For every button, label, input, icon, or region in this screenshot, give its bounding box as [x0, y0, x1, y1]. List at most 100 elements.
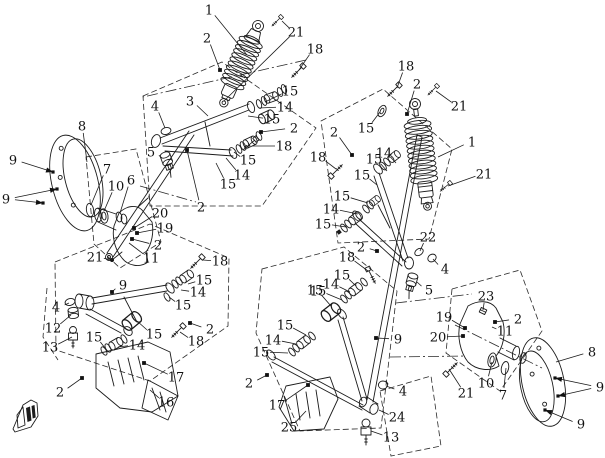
- leader-line: [482, 302, 485, 311]
- fastener-dot: [374, 336, 378, 340]
- callout-label: 18: [212, 255, 229, 270]
- callout-label: 1: [468, 136, 476, 151]
- leader-line: [133, 216, 153, 229]
- left-lower-arm-bolt-front: [188, 253, 206, 271]
- fastener-dot: [135, 231, 139, 235]
- leader-line: [233, 151, 241, 157]
- leader-line: [179, 331, 189, 338]
- callout-label: 2: [514, 313, 522, 328]
- callout-label: 9: [394, 333, 402, 348]
- fastener-dot: [51, 170, 55, 174]
- callout-label: 11: [497, 325, 514, 340]
- callout-label: 4: [399, 385, 407, 400]
- leader-line: [378, 409, 389, 415]
- callout-label: 3: [186, 95, 194, 110]
- leader-line: [168, 296, 176, 302]
- callout-label: 21: [458, 387, 475, 402]
- leader-line: [350, 197, 369, 204]
- fastener-dot: [265, 373, 269, 377]
- leader-line: [158, 155, 163, 159]
- callout-label: 9: [9, 154, 17, 169]
- phantom-box-left-knuckle: [85, 148, 162, 269]
- leader-line: [325, 160, 337, 170]
- leader-line: [214, 15, 248, 56]
- leader-line: [14, 188, 58, 199]
- brand-logo: [12, 399, 39, 433]
- leader-line: [149, 389, 160, 399]
- leader-line: [158, 112, 166, 129]
- fastener-dot: [41, 201, 45, 205]
- leader-line: [247, 115, 264, 119]
- leader-line: [371, 111, 381, 123]
- fastener-dot: [461, 334, 465, 338]
- callout-label: 2: [290, 122, 298, 137]
- left-shock-top-bolt: [270, 13, 285, 28]
- phantom-box-right-upper-arm: [320, 88, 453, 244]
- fastener-dot: [110, 290, 114, 294]
- callout-label: 15: [86, 331, 103, 346]
- phantom-left-balljoint: [42, 287, 59, 361]
- left-seal: [85, 202, 95, 218]
- leader-line: [143, 362, 168, 375]
- callout-label: 2: [413, 78, 421, 93]
- callout-label: 2: [206, 323, 214, 338]
- leader-line: [223, 36, 290, 102]
- callout-label: 5: [147, 146, 155, 161]
- callout-label: 21: [87, 251, 104, 266]
- callout-label: 2: [203, 32, 211, 47]
- leader-line: [64, 302, 70, 306]
- right-upper-arm-bolt-b: [327, 162, 345, 180]
- leader-line: [58, 336, 73, 345]
- callout-label: 15: [240, 154, 257, 169]
- callout-label: 14: [323, 278, 340, 293]
- callout-label: 15: [307, 284, 324, 299]
- leader-line: [82, 132, 88, 163]
- left-knuckle-bolt: [110, 251, 123, 262]
- fastener-dot: [142, 361, 146, 365]
- callout-label: 22: [420, 231, 437, 246]
- leader-line: [136, 320, 148, 331]
- leader-line: [298, 54, 310, 71]
- callout-label: 2: [197, 201, 205, 216]
- leader-line: [100, 341, 106, 349]
- callout-label: 7: [103, 163, 111, 178]
- right-ball-stud: [360, 418, 372, 446]
- leader-line: [406, 90, 415, 115]
- callout-label: 14: [190, 286, 207, 301]
- leader-line: [503, 367, 507, 389]
- callout-label: 25: [281, 421, 298, 436]
- leader-line: [210, 44, 221, 71]
- callout-label: 2: [357, 241, 365, 256]
- leader-line: [369, 178, 378, 186]
- fastener-dot: [130, 237, 134, 241]
- leader-line: [321, 294, 332, 307]
- fastener-dot: [543, 408, 547, 412]
- callout-label: 20: [152, 207, 169, 222]
- callout-label: 4: [151, 100, 159, 115]
- phantom-box-left-upper-arm: [142, 61, 317, 207]
- fastener-dot: [463, 326, 467, 330]
- leader-line: [370, 430, 383, 436]
- leader-arrowhead: [555, 376, 563, 382]
- leader-line: [435, 90, 452, 103]
- callout-label: 18: [276, 140, 293, 155]
- leader-line: [448, 368, 462, 388]
- leader-line: [375, 337, 390, 340]
- callout-label: 16: [158, 396, 175, 411]
- callout-label: 9: [119, 279, 127, 294]
- callout-label: 1: [205, 4, 213, 19]
- leader-line: [180, 289, 190, 292]
- callout-label: 23: [478, 290, 495, 305]
- leader-arrowhead: [45, 167, 53, 173]
- leader-line: [284, 384, 309, 402]
- right-upper-a-arm: [352, 163, 414, 270]
- left-brake-disc: [49, 134, 104, 232]
- callout-label: 14: [265, 334, 282, 349]
- phantom-box-right-knuckle: [445, 269, 543, 392]
- callout-label: 12: [45, 322, 62, 337]
- leader-arrowhead: [35, 199, 43, 205]
- leader-line: [385, 385, 395, 390]
- right-upper-arm-bushings: [327, 81, 403, 235]
